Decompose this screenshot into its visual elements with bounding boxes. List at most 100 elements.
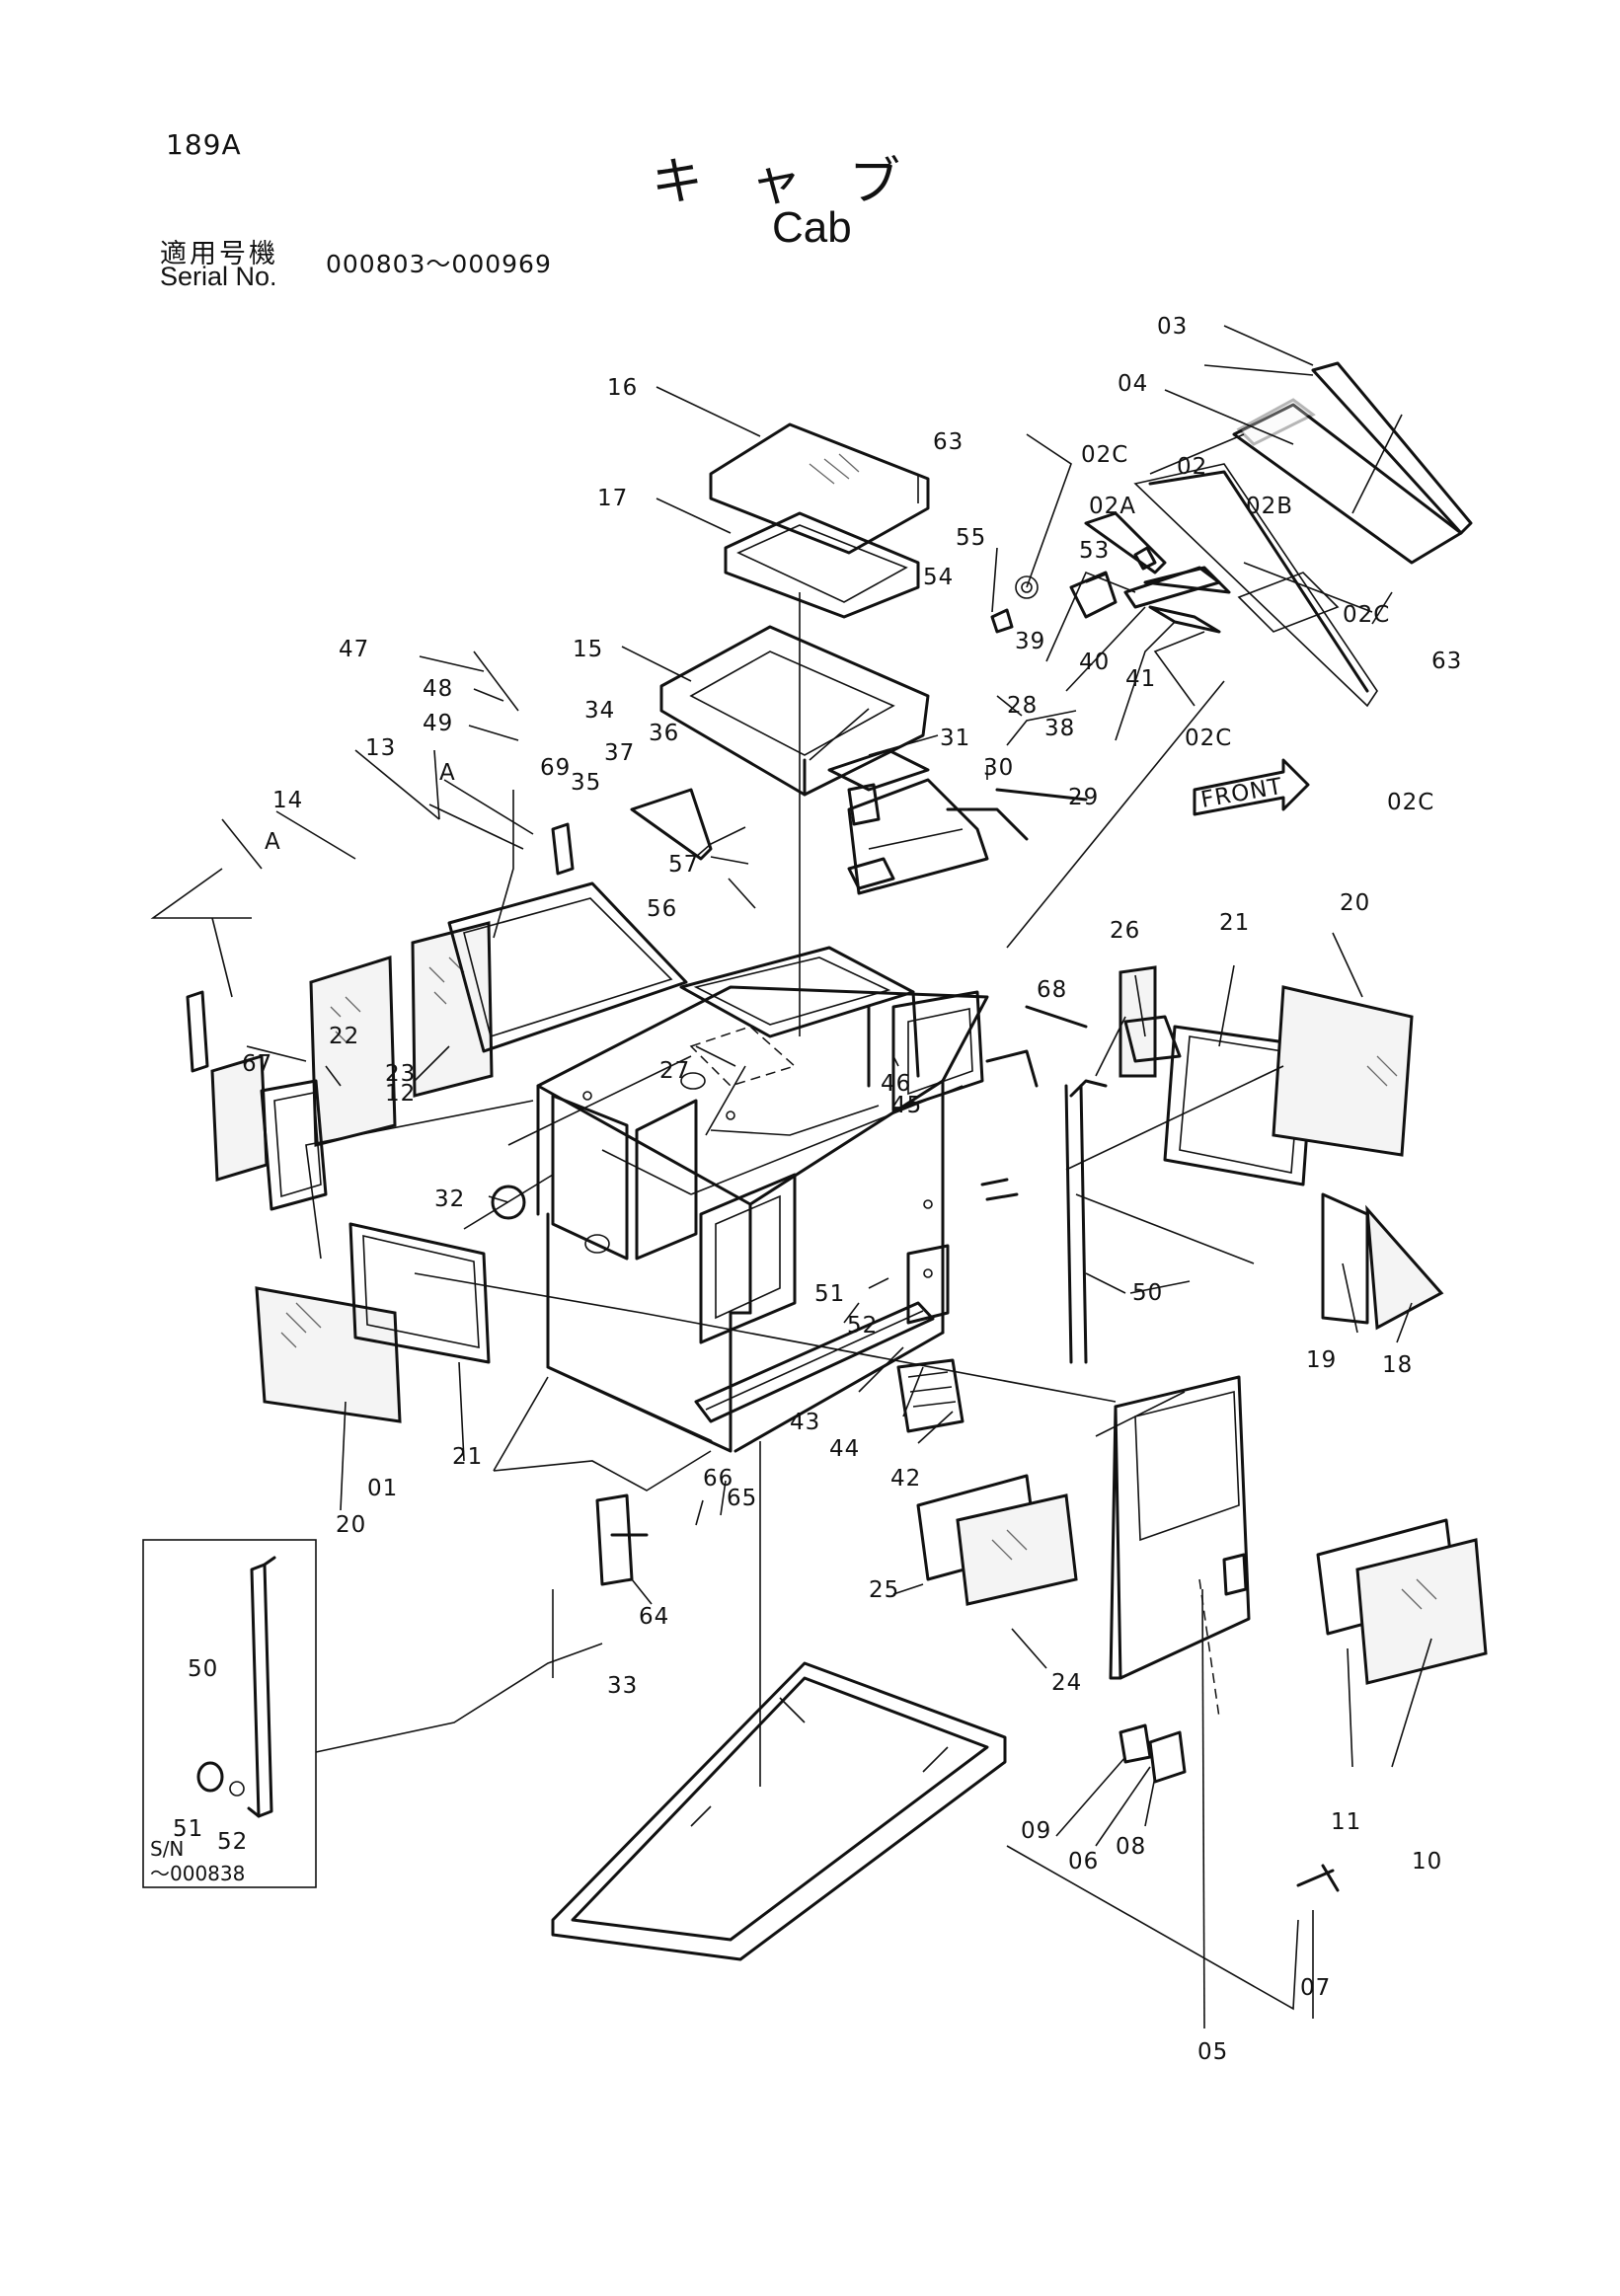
callout-15: 15 — [573, 637, 603, 662]
callout-56: 56 — [647, 896, 677, 922]
callout-48: 48 — [423, 676, 453, 702]
callout-a-13: A — [439, 760, 456, 786]
callout-65: 65 — [727, 1486, 757, 1511]
title-japanese: キャブ — [652, 153, 949, 212]
callout-21-right: 21 — [1219, 910, 1250, 936]
callout-44: 44 — [829, 1436, 860, 1462]
callout-05: 05 — [1197, 2039, 1228, 2065]
callout-labels: 01 02 02A 02B 02C 02C 02C 02C 03 04 05 0… — [242, 314, 1462, 2065]
callout-54: 54 — [923, 565, 954, 590]
callout-08: 08 — [1116, 1834, 1146, 1860]
callout-64: 64 — [639, 1604, 669, 1630]
callout-43: 43 — [790, 1410, 820, 1435]
callout-02a: 02A — [1089, 494, 1136, 519]
callout-09: 09 — [1021, 1818, 1051, 1844]
callout-39: 39 — [1015, 629, 1045, 654]
callout-28: 28 — [1007, 693, 1038, 719]
callout-35: 35 — [571, 770, 601, 796]
inset-detail — [142, 1539, 603, 1888]
callout-31: 31 — [940, 726, 970, 751]
callout-66: 66 — [703, 1466, 733, 1492]
inset-callout-50: 50 — [188, 1656, 218, 1682]
callout-02b: 02B — [1246, 494, 1293, 519]
callout-a-14: A — [265, 829, 281, 855]
callout-57: 57 — [668, 852, 699, 878]
callout-33: 33 — [607, 1673, 638, 1699]
callout-30: 30 — [983, 755, 1014, 781]
inset-callout-51: 51 — [173, 1816, 203, 1842]
callout-01: 01 — [367, 1476, 398, 1501]
callout-18: 18 — [1382, 1352, 1413, 1378]
callout-36: 36 — [649, 721, 679, 746]
callout-50: 50 — [1132, 1280, 1163, 1306]
callout-21-left: 21 — [452, 1444, 483, 1470]
callout-14: 14 — [272, 788, 303, 813]
front-arrow-label: FRONT — [1199, 774, 1285, 813]
serial-label-japanese: 適用号機 — [160, 239, 278, 269]
floor-frame-part — [551, 1661, 1007, 1961]
callout-04: 04 — [1118, 371, 1148, 397]
callout-12: 12 — [385, 1081, 416, 1107]
callout-29: 29 — [1068, 785, 1099, 810]
side-windows-left — [186, 881, 688, 1423]
side-windows-right — [916, 965, 1488, 1685]
roof-part — [659, 422, 930, 797]
callout-02c-1: 02C — [1081, 442, 1128, 468]
serial-label-english: Serial No. — [160, 262, 277, 291]
callout-23: 23 — [385, 1061, 416, 1087]
callout-34: 34 — [584, 698, 615, 724]
front-direction-arrow: FRONT — [1193, 758, 1310, 816]
inset-callout-52: 52 — [217, 1829, 248, 1855]
inset-serial-label: S/N — [150, 1837, 184, 1861]
callout-leaders — [150, 325, 1432, 2029]
callout-27: 27 — [659, 1058, 690, 1084]
callout-55: 55 — [956, 525, 986, 551]
callout-02c-2: 02C — [1343, 602, 1390, 628]
callout-20-left: 20 — [336, 1512, 366, 1538]
callout-26: 26 — [1110, 918, 1140, 944]
callout-02c-3: 02C — [1185, 726, 1232, 751]
callout-52: 52 — [847, 1313, 878, 1339]
wiper-parts — [990, 546, 1221, 634]
callout-63-right: 63 — [1431, 649, 1462, 674]
callout-68: 68 — [1037, 977, 1067, 1003]
callout-38: 38 — [1044, 716, 1075, 741]
callout-07: 07 — [1300, 1975, 1331, 2001]
callout-20-right: 20 — [1340, 890, 1370, 916]
door-part — [1109, 1375, 1340, 1892]
callout-42: 42 — [890, 1466, 921, 1492]
callout-03: 03 — [1157, 314, 1188, 340]
callout-25: 25 — [869, 1577, 899, 1603]
callout-37: 37 — [604, 740, 635, 766]
callout-45: 45 — [891, 1093, 922, 1118]
callout-53: 53 — [1079, 538, 1110, 564]
callout-13: 13 — [365, 735, 396, 761]
callout-06: 06 — [1068, 1849, 1099, 1875]
callout-46: 46 — [881, 1071, 911, 1097]
callout-40: 40 — [1079, 650, 1110, 675]
construction-lines — [305, 592, 1284, 1787]
title-english: Cab — [772, 203, 852, 252]
callout-41: 41 — [1125, 666, 1156, 692]
callout-69: 69 — [540, 755, 571, 781]
misc-parts — [551, 748, 1182, 1586]
callout-24: 24 — [1051, 1670, 1082, 1696]
callout-49: 49 — [423, 711, 453, 736]
callout-51: 51 — [814, 1281, 845, 1307]
callout-16: 16 — [607, 375, 638, 401]
callout-32: 32 — [434, 1186, 465, 1212]
serial-range: 000803～000969 — [326, 250, 552, 278]
callout-10: 10 — [1412, 1849, 1442, 1875]
callout-02c-4: 02C — [1387, 790, 1434, 815]
cab-body — [536, 946, 989, 1453]
callout-63-top: 63 — [933, 429, 964, 455]
callout-67: 67 — [242, 1051, 272, 1077]
callout-02: 02 — [1177, 454, 1207, 480]
inset-serial-range: ～000838 — [150, 1862, 245, 1885]
callout-19: 19 — [1306, 1347, 1337, 1373]
callout-11: 11 — [1331, 1809, 1361, 1835]
callout-47: 47 — [339, 637, 369, 662]
callout-17: 17 — [597, 486, 628, 511]
callout-22: 22 — [329, 1024, 359, 1049]
